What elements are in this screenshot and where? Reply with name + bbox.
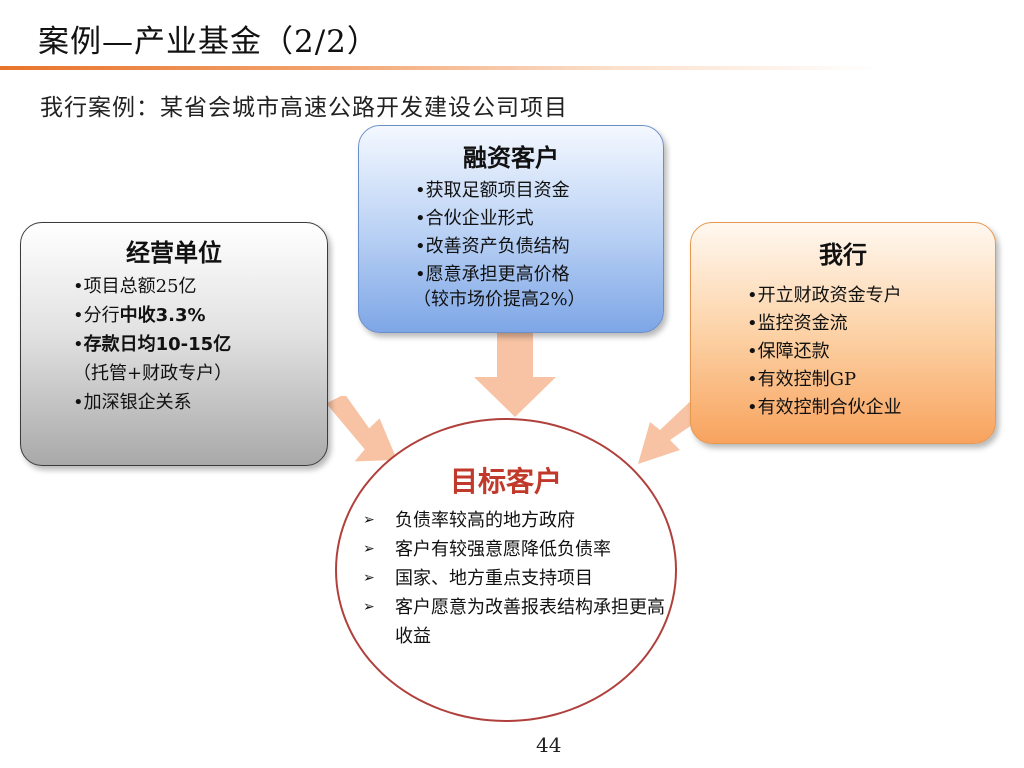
slide-subtitle: 我行案例：某省会城市高速公路开发建设公司项目 [40,95,568,121]
operating-unit-list: •项目总额25亿 •分行中收3.3% •存款日均10-15亿 （托管+财政专户）… [73,272,311,417]
financing-client-list: •获取足额项目资金 •合伙企业形式 •改善资产负债结构 •愿意承担更高价格 （较… [413,177,647,311]
financing-client-title: 融资客户 [463,143,559,172]
list-item-note: （较市场价提高2%） [413,289,586,310]
our-bank-box: 我行 •开立财政资金专户 •监控资金流 •保障还款 •有效控制GP •有效控制合… [690,222,996,444]
list-item: •合伙企业形式 [415,208,534,229]
target-client-title: 目标客户 [449,465,562,498]
list-item: •改善资产负债结构 [415,236,570,257]
list-item: •获取足额项目资金 [415,180,570,201]
operating-unit-title: 经营单位 [126,238,222,267]
financing-client-box: 融资客户 •获取足额项目资金 •合伙企业形式 •改善资产负债结构 •愿意承担更高… [358,125,664,333]
title-underline [0,66,880,70]
target-client-list: ➢负债率较高的地方政府 ➢客户有较强意愿降低负债率 ➢国家、地方重点支持项目 ➢… [363,506,673,651]
our-bank-list: •开立财政资金专户 •监控资金流 •保障还款 •有效控制GP •有效控制合伙企业 [747,282,979,422]
our-bank-title: 我行 [819,240,867,269]
list-item: •有效控制合伙企业 [747,397,902,418]
arrow-bullet-icon: ➢ [363,599,375,615]
target-client-circle: 目标客户 ➢负债率较高的地方政府 ➢客户有较强意愿降低负债率 ➢国家、地方重点支… [335,418,677,722]
list-item: •保障还款 [747,341,830,362]
arrow-right-down-icon [326,396,398,462]
arrow-bullet-icon: ➢ [363,512,375,528]
list-item: ➢国家、地方重点支持项目 [363,564,673,593]
list-item: •加深银企关系 [73,392,192,413]
list-item: ➢客户愿意为改善报表结构承担更高收益 [363,593,673,651]
list-item: •存款日均10-15亿 [73,334,232,355]
arrow-bullet-icon: ➢ [363,570,375,586]
page-number: 44 [536,733,562,757]
list-item-note: （托管+财政专户） [73,363,233,384]
operating-unit-box: 经营单位 •项目总额25亿 •分行中收3.3% •存款日均10-15亿 （托管+… [20,222,328,466]
list-item: •监控资金流 [747,313,848,334]
list-item: •愿意承担更高价格 [415,264,570,285]
list-item: •有效控制GP [747,369,857,390]
slide-title: 案例—产业基金（2/2） [38,24,379,60]
arrow-down-icon [474,333,556,417]
list-item: •项目总额25亿 [73,276,197,297]
list-item: ➢客户有较强意愿降低负债率 [363,535,673,564]
arrow-bullet-icon: ➢ [363,541,375,557]
list-item: •分行中收3.3% [73,305,206,326]
list-item: •开立财政资金专户 [747,285,902,306]
list-item: ➢负债率较高的地方政府 [363,506,673,535]
